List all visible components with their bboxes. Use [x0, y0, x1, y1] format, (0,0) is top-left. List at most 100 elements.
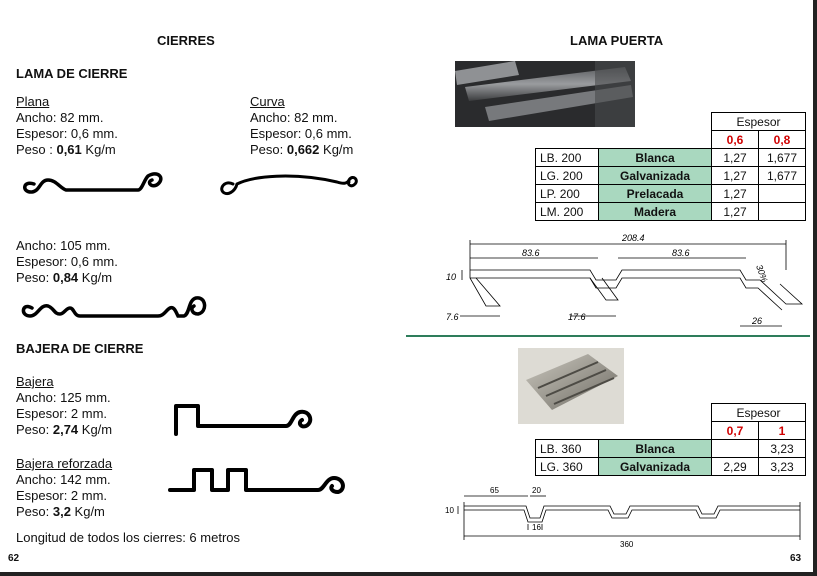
table1-v2: 1,677	[758, 166, 806, 185]
table-row: LP. 200 Prelacada 1,27	[535, 184, 806, 203]
curva-peso-unit: Kg/m	[319, 142, 354, 157]
wide-peso-unit: Kg/m	[78, 270, 113, 285]
dim-height: 10	[446, 272, 456, 282]
left-title: CIERRES	[157, 33, 215, 48]
lama-200-technical-drawing: 208.4 83.6 83.6 10 7.6 17.6 26 30%	[446, 233, 804, 327]
table1-code: LP. 200	[535, 184, 599, 203]
table2-finish: Galvanizada	[598, 457, 712, 476]
page-number-left: 62	[8, 553, 20, 564]
table1-corner2	[536, 131, 712, 149]
lama-cierre-heading: LAMA DE CIERRE	[16, 66, 128, 81]
bajera-reforzada-peso: Peso: 3,2 Kg/m	[16, 504, 112, 520]
plana-espesor: Espesor: 0,6 mm.	[16, 126, 118, 141]
lama-360-photo	[518, 348, 624, 424]
table1-col1: 0,6	[711, 130, 759, 149]
bajera-ancho: Ancho: 125 mm.	[16, 390, 111, 405]
plana-peso-value: 0,61	[56, 142, 82, 157]
table-row: LM. 200 Madera 1,27	[535, 202, 806, 221]
table2-corner2	[536, 422, 712, 440]
table1-corner	[536, 113, 712, 131]
table1-espesor-header: Espesor	[711, 112, 806, 131]
plana-spec: Plana Ancho: 82 mm. Espesor: 0,6 mm. Pes…	[16, 94, 118, 158]
wide-peso-value: 0,84	[52, 270, 79, 285]
bajera-reforzada-ancho: Ancho: 142 mm.	[16, 472, 111, 487]
wide-peso-label: Peso:	[16, 270, 53, 285]
wide-profile-drawing	[21, 296, 207, 318]
table1-v1: 1,27	[711, 148, 759, 167]
table2-v1	[711, 439, 759, 458]
table1-v1: 1,27	[711, 166, 759, 185]
bajera-profile-drawing	[174, 404, 313, 436]
lama-360-table: Espesor 0,7 1 LB. 360 Blanca 3,23 LG. 36…	[535, 403, 806, 476]
dim2-w1: 65	[490, 486, 499, 495]
table1-finish: Madera	[598, 202, 712, 221]
plana-ancho: Ancho: 82 mm.	[16, 110, 104, 125]
bajera-spec: Bajera Ancho: 125 mm. Espesor: 2 mm. Pes…	[16, 374, 112, 438]
table-row: LG. 200 Galvanizada 1,27 1,677	[535, 166, 806, 185]
curva-peso: Peso: 0,662 Kg/m	[250, 142, 353, 158]
section-divider	[406, 335, 810, 337]
plana-peso-unit: Kg/m	[81, 142, 116, 157]
curva-peso-value: 0,662	[286, 142, 320, 157]
table1-v2	[758, 184, 806, 203]
bajera-reforzada-espesor: Espesor: 2 mm.	[16, 488, 108, 503]
dim-right: 26	[751, 316, 762, 326]
wide-peso: Peso: 0,84 Kg/m	[16, 270, 118, 286]
curva-ancho: Ancho: 82 mm.	[250, 110, 338, 125]
bajera-peso-value: 2,74	[52, 422, 79, 437]
bajera-cierre-heading: BAJERA DE CIERRE	[16, 341, 144, 356]
curva-name: Curva	[250, 94, 285, 109]
wide-spec: Ancho: 105 mm. Espesor: 0,6 mm. Peso: 0,…	[16, 238, 118, 286]
bajera-reforzada-profile-drawing	[168, 468, 345, 494]
table2-v1: 2,29	[711, 457, 759, 476]
table2-code: LG. 360	[535, 457, 599, 476]
table1-finish: Blanca	[598, 148, 712, 167]
table2-col2: 1	[758, 421, 806, 440]
bajera-reforzada-peso-value: 3,2	[52, 504, 71, 519]
bajera-reforzada-peso-label: Peso:	[16, 504, 53, 519]
right-title: LAMA PUERTA	[570, 33, 664, 48]
footer-note: Longitud de todos los cierres: 6 metros	[16, 530, 241, 545]
bajera-peso-unit: Kg/m	[78, 422, 113, 437]
table1-col2: 0,8	[758, 130, 806, 149]
table-row: LB. 360 Blanca 3,23	[535, 439, 806, 458]
bajera-reforzada-spec: Bajera reforzada Ancho: 142 mm. Espesor:…	[16, 456, 112, 520]
dim-total: 208.4	[621, 233, 645, 243]
lama-200-photo	[455, 61, 635, 127]
plana-peso: Peso : 0,61 Kg/m	[16, 142, 118, 158]
bajera-reforzada-name: Bajera reforzada	[16, 456, 113, 471]
table1-v1: 1,27	[711, 184, 759, 203]
table1-code: LG. 200	[535, 166, 599, 185]
bajera-name: Bajera	[16, 374, 54, 389]
dim-seg2: 83.6	[672, 248, 690, 258]
table1-v2	[758, 202, 806, 221]
dim-mid: 17.6	[568, 312, 586, 322]
dim2-w2: 20	[532, 486, 541, 495]
table2-code: LB. 360	[535, 439, 599, 458]
table2-col1: 0,7	[711, 421, 759, 440]
table2-v2: 3,23	[758, 457, 806, 476]
curva-espesor: Espesor: 0,6 mm.	[250, 126, 352, 141]
lama-360-technical-drawing: 65 20 10 16 360	[445, 486, 801, 549]
table1-v2: 1,677	[758, 148, 806, 167]
table1-v1: 1,27	[711, 202, 759, 221]
bajera-peso-label: Peso:	[16, 422, 53, 437]
dim2-w3: 16	[532, 523, 541, 532]
table-row: LG. 360 Galvanizada 2,29 3,23	[535, 457, 806, 476]
table2-v2: 3,23	[758, 439, 806, 458]
dim2-h: 10	[445, 506, 454, 515]
plana-name: Plana	[16, 94, 50, 109]
dim-left: 7.6	[446, 312, 459, 322]
curva-peso-label: Peso:	[250, 142, 287, 157]
table1-code: LB. 200	[535, 148, 599, 167]
plana-peso-label: Peso :	[16, 142, 57, 157]
table2-finish: Blanca	[598, 439, 712, 458]
table1-finish: Prelacada	[598, 184, 712, 203]
dim2-total: 360	[620, 540, 634, 549]
table-row: LB. 200 Blanca 1,27 1,677	[535, 148, 806, 167]
table1-code: LM. 200	[535, 202, 599, 221]
plana-profile-drawing	[23, 172, 163, 194]
bajera-espesor: Espesor: 2 mm.	[16, 406, 108, 421]
table2-corner	[536, 404, 712, 422]
